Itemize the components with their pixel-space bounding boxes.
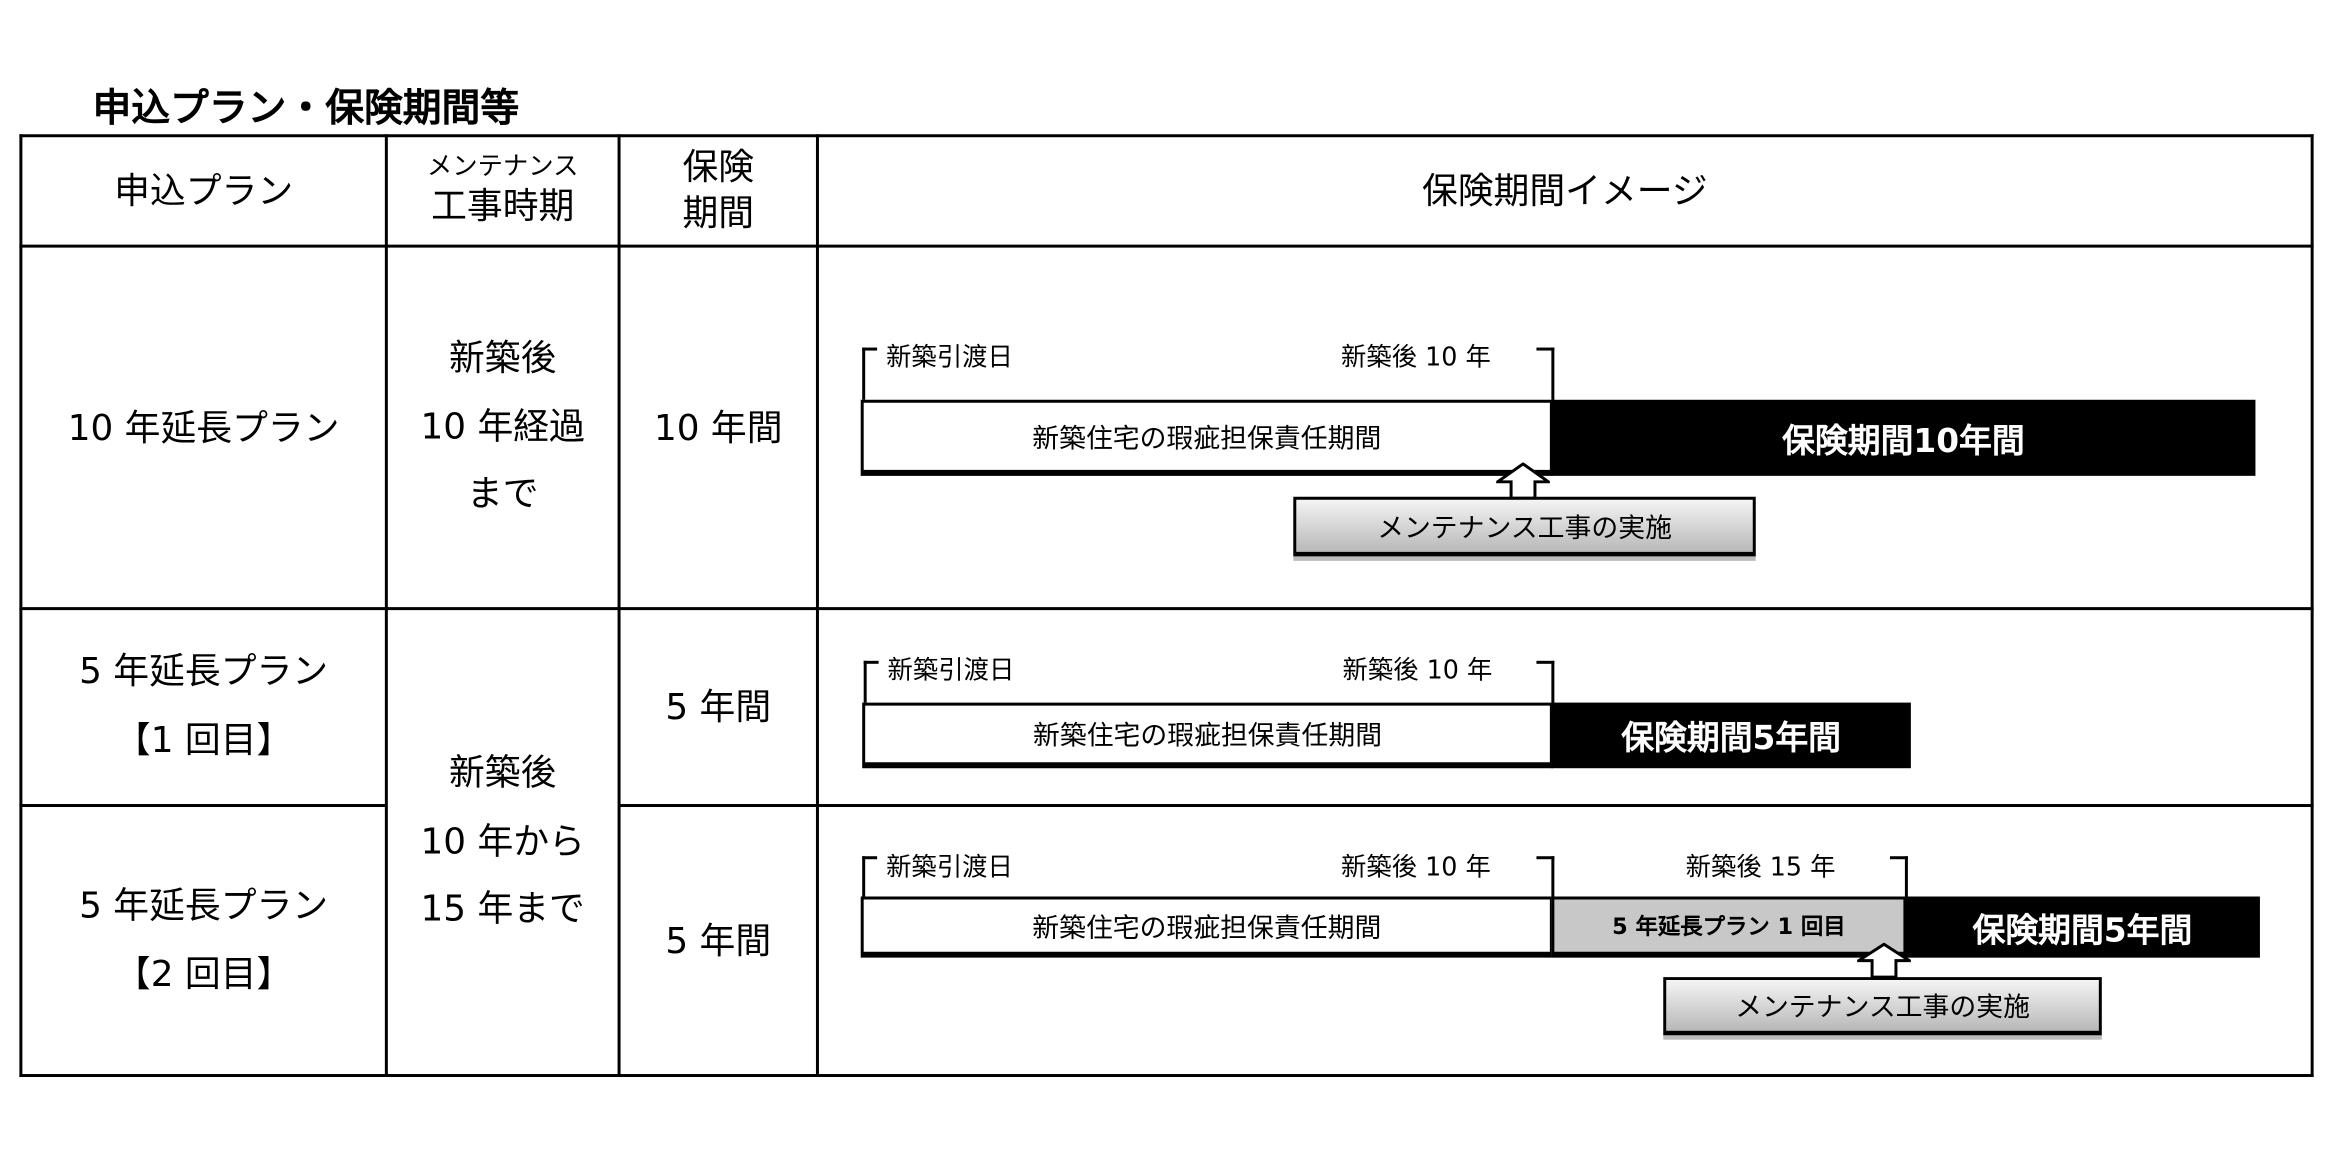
period-label: 10 年間 bbox=[653, 406, 783, 449]
first-extension-bar: 5 年延長プラン 1 回目 bbox=[1551, 896, 1907, 958]
defect-period-bar: 新築住宅の瑕疵担保責任期間 bbox=[862, 702, 1553, 769]
maint-line: 10 年から bbox=[420, 819, 585, 862]
defect-period-bar: 新築住宅の瑕疵担保責任期間 bbox=[860, 399, 1553, 476]
maint-line: 新築後 bbox=[449, 751, 557, 794]
merged-maintenance: 新築後 10 年から 15 年まで bbox=[388, 610, 618, 1074]
divider bbox=[19, 1074, 2314, 1078]
header-plan: 申込プラン bbox=[22, 137, 384, 244]
insurance-period-bar: 保険期間5年間 bbox=[1551, 702, 1911, 769]
after10-label: 新築後 10 年 bbox=[1342, 656, 1493, 687]
header-period-line2: 期間 bbox=[682, 192, 755, 235]
bracket bbox=[1889, 856, 1908, 900]
header-period-line1: 保険 bbox=[682, 145, 755, 188]
divider bbox=[2310, 134, 2314, 1078]
maint-line: 15 年まで bbox=[420, 888, 585, 930]
insurance-period-bar: 保険期間5年間 bbox=[1904, 896, 2260, 958]
bracket bbox=[1536, 660, 1555, 706]
bracket bbox=[1536, 347, 1555, 405]
plan-round: 【2 回目】 bbox=[114, 952, 293, 995]
header-period: 保険 期間 bbox=[621, 137, 816, 244]
after10-label: 新築後 10 年 bbox=[1341, 853, 1491, 884]
divider bbox=[19, 244, 2314, 248]
divider bbox=[617, 134, 621, 1078]
bracket bbox=[862, 347, 878, 405]
divider bbox=[619, 804, 2314, 808]
divider bbox=[815, 134, 819, 1078]
header-plan-label: 申込プラン bbox=[114, 170, 294, 212]
divider bbox=[19, 134, 23, 1078]
divider bbox=[19, 134, 2314, 138]
plan-round: 【1 回目】 bbox=[114, 718, 293, 761]
handover-label: 新築引渡日 bbox=[886, 853, 1013, 884]
row1-maintenance: 新築後 10 年経過 まで bbox=[388, 248, 618, 607]
header-image-label: 保険期間イメージ bbox=[1421, 170, 1708, 212]
arrow-up-icon bbox=[1857, 942, 1911, 979]
handover-label: 新築引渡日 bbox=[886, 343, 1013, 373]
maintenance-box: メンテナンス工事の実施 bbox=[1293, 496, 1756, 557]
row2-period: 5 年間 bbox=[621, 610, 816, 804]
row3-period: 5 年間 bbox=[621, 807, 816, 1074]
period-label: 5 年間 bbox=[665, 686, 772, 728]
period-label: 5 年間 bbox=[665, 919, 772, 962]
handover-label: 新築引渡日 bbox=[887, 656, 1015, 687]
row1-period: 10 年間 bbox=[621, 248, 816, 607]
maint-line: まで bbox=[466, 473, 539, 516]
maint-line: 新築後 bbox=[449, 337, 557, 380]
divider bbox=[19, 607, 2314, 611]
row3-plan: 5 年延長プラン 【2 回目】 bbox=[22, 807, 384, 1074]
plan-label: 10 年延長プラン bbox=[67, 406, 340, 449]
arrow-up-icon bbox=[1496, 462, 1550, 500]
insurance-period-bar: 保険期間10年間 bbox=[1551, 399, 2256, 476]
header-maint-line1: メンテナンス bbox=[426, 152, 579, 183]
header-maint-line2: 工事時期 bbox=[431, 184, 575, 227]
maint-line: 10 年経過 bbox=[420, 405, 585, 448]
bracket bbox=[863, 660, 879, 706]
defect-period-bar: 新築住宅の瑕疵担保責任期間 bbox=[860, 896, 1553, 958]
after15-label: 新築後 15 年 bbox=[1685, 853, 1836, 884]
row1-plan: 10 年延長プラン bbox=[22, 248, 384, 607]
after10-label: 新築後 10 年 bbox=[1341, 343, 1491, 373]
row2-plan: 5 年延長プラン 【1 回目】 bbox=[22, 610, 384, 804]
header-image: 保険期間イメージ bbox=[819, 137, 2311, 244]
bracket bbox=[862, 856, 878, 900]
maintenance-box: メンテナンス工事の実施 bbox=[1663, 977, 2102, 1036]
bracket bbox=[1536, 856, 1555, 900]
divider bbox=[19, 804, 387, 808]
plan-label: 5 年延長プラン bbox=[79, 650, 329, 693]
page-title: 申込プラン・保険期間等 bbox=[92, 86, 520, 132]
plan-label: 5 年延長プラン bbox=[79, 884, 329, 927]
divider bbox=[384, 134, 388, 1078]
header-maintenance: メンテナンス 工事時期 bbox=[388, 137, 618, 244]
